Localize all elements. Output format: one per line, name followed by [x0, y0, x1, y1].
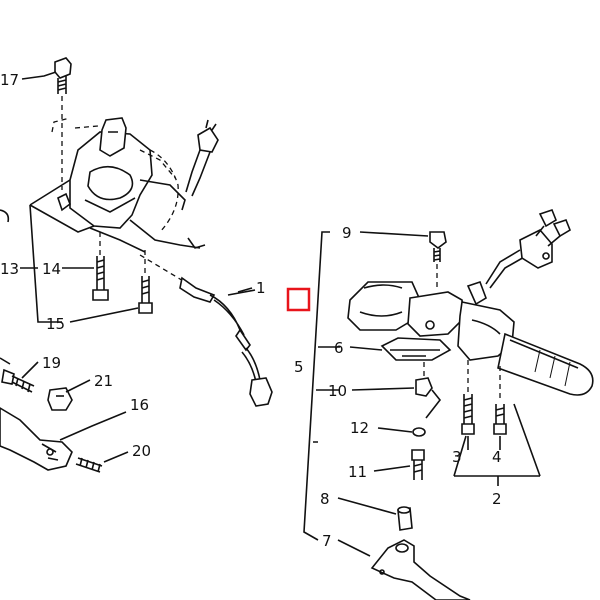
callout-5: 5 — [294, 358, 304, 376]
part-21-bracket — [47, 387, 73, 411]
callout-11: 11 — [348, 463, 367, 481]
part-6-plate — [380, 337, 452, 361]
callout-10: 10 — [328, 382, 347, 400]
callout-4: 4 — [492, 448, 502, 466]
part-8-pin — [397, 506, 413, 531]
callout-16: 16 — [130, 396, 149, 414]
part-9-screw — [429, 231, 447, 290]
callout-15: 15 — [46, 315, 65, 333]
part-15-screw — [138, 250, 153, 314]
leader-lines — [20, 71, 541, 557]
part-14-screw — [92, 232, 109, 301]
highlight-marker[interactable] — [286, 287, 311, 312]
left-switch-assembly — [0, 57, 273, 407]
part-17-screw — [54, 57, 72, 94]
left-wire-connector — [185, 119, 219, 197]
part-10-nut — [415, 362, 433, 397]
part-1-cable — [139, 254, 273, 407]
part-11-screw — [411, 449, 425, 480]
callout-labels: 17 13 14 15 1 19 21 16 20 9 6 5 10 12 11… — [0, 71, 502, 550]
callout-1: 1 — [256, 279, 266, 297]
lower-left-parts — [0, 357, 103, 473]
part-16-lever — [0, 407, 73, 471]
right-switch-housing — [347, 280, 594, 396]
callout-17: 17 — [0, 71, 19, 89]
part-7-lever — [370, 539, 471, 600]
callout-2: 2 — [492, 490, 502, 508]
callout-13: 13 — [0, 260, 19, 278]
left-switch-housing — [29, 117, 206, 253]
callout-3: 3 — [452, 448, 462, 466]
part-19-screw — [1, 368, 35, 393]
part-20-pin — [75, 457, 103, 473]
right-switch-assembly — [347, 209, 594, 600]
callout-6: 6 — [334, 339, 344, 357]
right-wire-harness — [485, 209, 571, 289]
callout-12: 12 — [350, 419, 369, 437]
callout-20: 20 — [132, 442, 151, 460]
callout-14: 14 — [42, 260, 61, 278]
callout-19: 19 — [42, 354, 61, 372]
part-3-screw — [461, 360, 475, 435]
callout-9: 9 — [342, 224, 352, 242]
callout-8: 8 — [320, 490, 330, 508]
callout-21: 21 — [94, 372, 113, 390]
part-4-screw — [493, 366, 507, 435]
callout-7: 7 — [322, 532, 332, 550]
part-12-washer — [412, 389, 442, 437]
